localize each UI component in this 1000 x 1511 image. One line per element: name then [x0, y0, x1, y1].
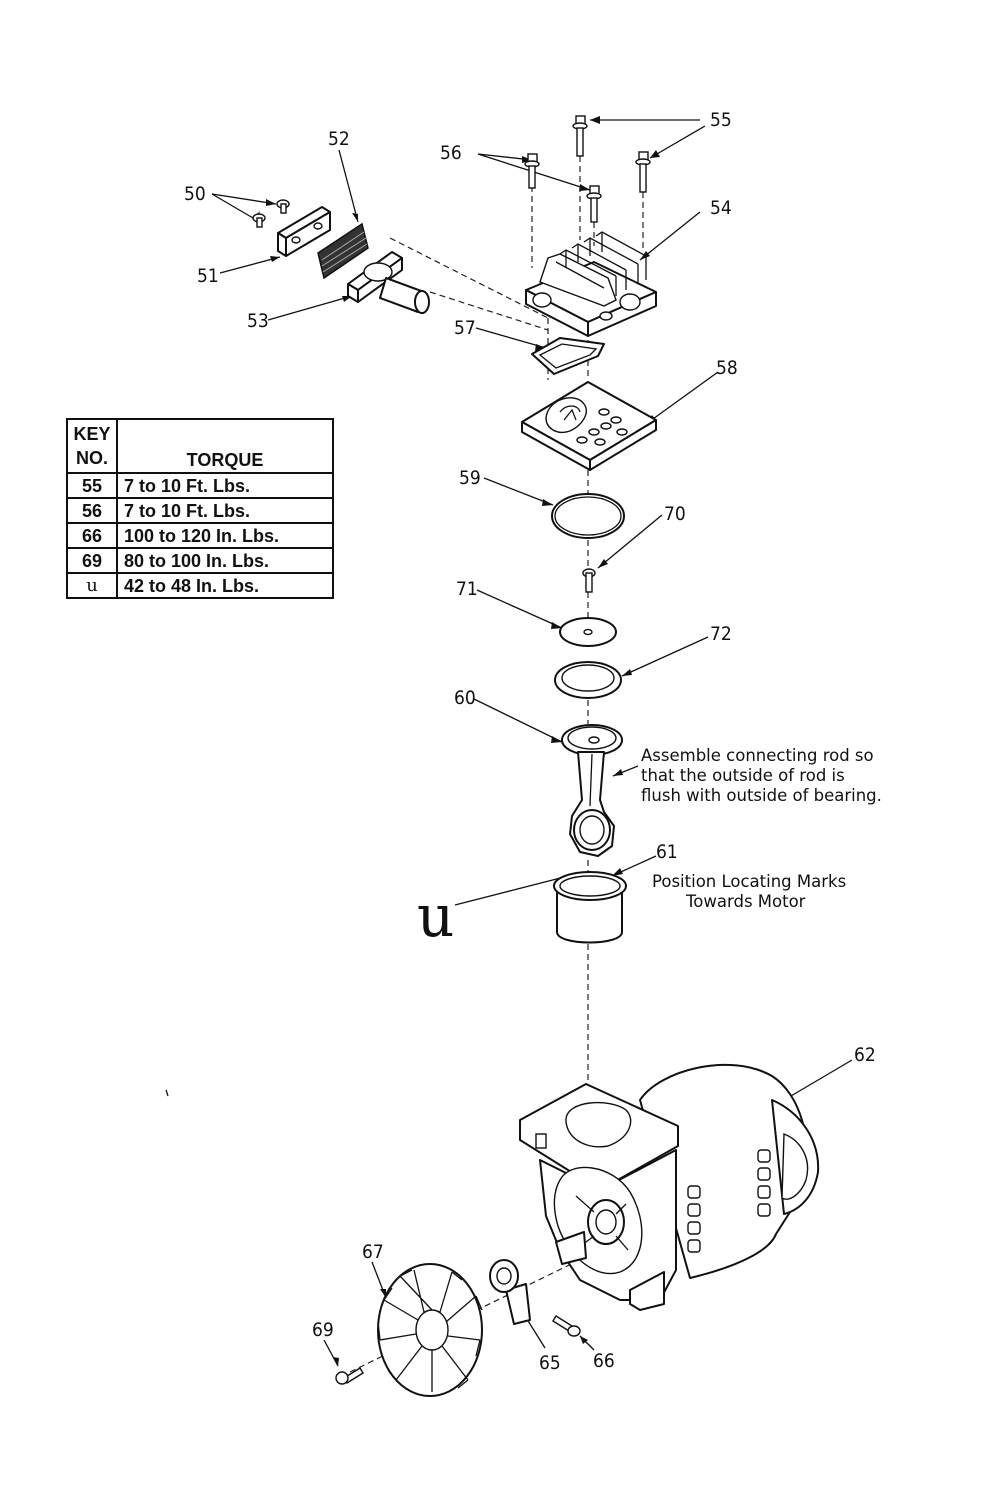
stray-mark — [165, 1089, 169, 1097]
part-51-plate — [277, 206, 331, 257]
header-key-line: KEY — [73, 424, 111, 444]
callout-58: 58 — [716, 357, 738, 379]
torque-cell: 100 to 120 In. Lbs. — [116, 522, 334, 549]
callout-56: 56 — [440, 142, 462, 164]
callout-66: 66 — [593, 1350, 615, 1372]
callout-numbers: 55 56 52 50 54 51 53 57 58 59 70 71 72 6… — [184, 109, 876, 1374]
key-cell: 69 — [66, 547, 118, 574]
table-row: 66 100 to 120 In. Lbs. — [66, 522, 334, 549]
part-70-screw — [582, 568, 596, 593]
locating-marks-note-line-1: Position Locating Marks — [652, 872, 846, 891]
part-50-screws — [252, 199, 290, 228]
key-cell: 66 — [66, 522, 118, 549]
key-cell-symbol: u — [66, 572, 118, 599]
part-53-filter-housing — [347, 251, 430, 314]
callout-55: 55 — [710, 109, 732, 131]
part-58-valve-plate — [521, 381, 657, 471]
table-row: 69 80 to 100 In. Lbs. — [66, 547, 334, 574]
torque-cell: 7 to 10 Ft. Lbs. — [116, 472, 334, 499]
torque-cell: 7 to 10 Ft. Lbs. — [116, 497, 334, 524]
part-69-screw — [335, 1367, 364, 1385]
callout-71: 71 — [456, 578, 478, 600]
part-57-gasket — [531, 337, 605, 375]
table-row: 56 7 to 10 Ft. Lbs. — [66, 497, 334, 524]
callout-57: 57 — [454, 317, 476, 339]
parts-55-56-bolts — [524, 115, 651, 223]
part-66-bolt — [552, 1315, 581, 1337]
part-59-o-ring — [551, 493, 625, 539]
torque-table-header: KEY NO. TORQUE — [66, 418, 334, 474]
header-torque: TORQUE — [116, 418, 334, 474]
part-71-washer — [559, 617, 617, 647]
part-60-connecting-rod — [561, 724, 623, 857]
torque-cell: 80 to 100 In. Lbs. — [116, 547, 334, 574]
rod-note-line-1: Assemble connecting rod so — [641, 746, 874, 765]
torque-cell: 42 to 48 In. Lbs. — [116, 572, 334, 599]
header-key-no: KEY NO. — [66, 418, 118, 474]
part-52-filter — [317, 222, 369, 280]
assembly-centerlines — [349, 156, 644, 1373]
part-65-eccentric — [489, 1259, 531, 1325]
callout-65: 65 — [539, 1352, 561, 1374]
motor-vents — [687, 1149, 771, 1253]
callout-52: 52 — [328, 128, 350, 150]
part-54-cylinder-head — [525, 231, 657, 337]
table-row: u 42 to 48 In. Lbs. — [66, 572, 334, 599]
callout-61: 61 — [656, 841, 678, 863]
callout-72: 72 — [710, 623, 732, 645]
header-no-line: NO. — [75, 448, 108, 468]
torque-symbol-marker: u — [417, 882, 454, 950]
callout-59: 59 — [459, 467, 481, 489]
key-cell: 56 — [66, 497, 118, 524]
key-cell: 55 — [66, 472, 118, 499]
rod-note-line-2: that the outside of rod is — [641, 766, 845, 785]
part-61-bearing — [553, 871, 627, 944]
callout-50: 50 — [184, 183, 206, 205]
rod-note-line-3: flush with outside of bearing. — [641, 786, 882, 805]
callout-62: 62 — [854, 1044, 876, 1066]
callout-54: 54 — [710, 197, 732, 219]
callout-67: 67 — [362, 1241, 384, 1263]
table-row: 55 7 to 10 Ft. Lbs. — [66, 472, 334, 499]
part-67-fan — [377, 1263, 483, 1397]
torque-table: KEY NO. TORQUE 55 7 to 10 Ft. Lbs. 56 7 … — [66, 418, 334, 599]
callout-70: 70 — [664, 503, 686, 525]
assembly-notes: Assemble connecting rod so that the outs… — [417, 746, 882, 950]
callout-51: 51 — [197, 265, 219, 287]
locating-marks-note-line-2: Towards Motor — [685, 892, 806, 911]
callout-69: 69 — [312, 1319, 334, 1341]
part-62-motor — [519, 1063, 820, 1311]
part-72-cup-ring — [554, 661, 622, 699]
callout-60: 60 — [454, 687, 476, 709]
callout-53: 53 — [247, 310, 269, 332]
